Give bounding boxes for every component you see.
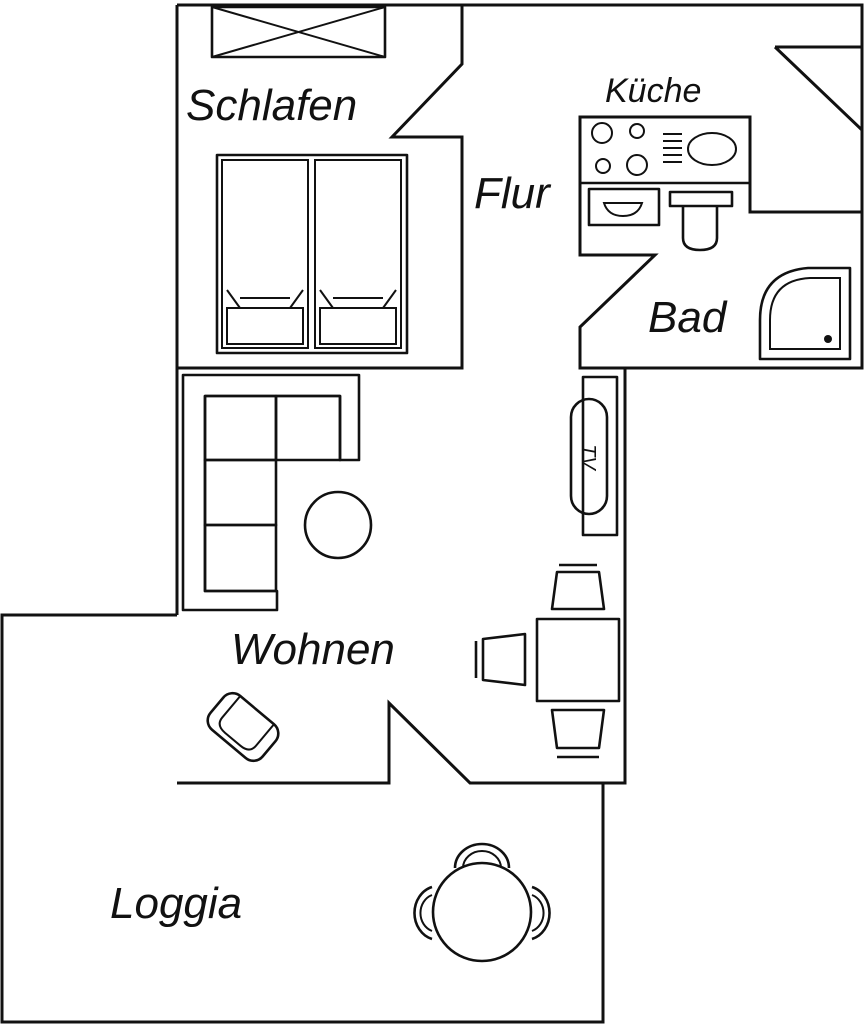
coffee-table: [303, 490, 373, 560]
tv-label: TV: [577, 444, 599, 471]
toilet: [668, 190, 734, 252]
dining-table: [535, 617, 621, 703]
armchair: [206, 691, 280, 763]
double-bed: [215, 153, 409, 355]
sink-basin: [687, 132, 737, 166]
room-label-bad: Bad: [648, 293, 728, 342]
loggia-chair-right: [531, 885, 551, 941]
loggia-chair-left: [413, 885, 433, 941]
room-label-kueche: Küche: [605, 72, 701, 110]
loggia-table-set: [413, 842, 551, 963]
outer-wall-top: [177, 3, 864, 212]
kitchen-notch-wall: [773, 45, 864, 132]
dining-chair-top: [550, 563, 606, 611]
tv-unit: [569, 375, 619, 537]
room-label-flur: Flur: [474, 169, 552, 218]
sink-drainboard: [663, 133, 682, 163]
walls: [0, 3, 864, 1024]
corner-sofa: [181, 373, 361, 612]
room-label-wohnen: Wohnen: [231, 625, 395, 674]
schlafen-wall: [177, 5, 464, 370]
washbasin: [587, 187, 661, 227]
shower: [758, 266, 852, 361]
room-label-schlafen: Schlafen: [186, 81, 357, 130]
dining-chair-bottom: [550, 708, 606, 759]
dining-set: [474, 563, 621, 759]
loggia-chair-top: [453, 842, 511, 869]
round-table: [431, 861, 533, 963]
wohnen-bottom-wall: [177, 368, 627, 785]
dining-chair-left: [474, 632, 527, 687]
wardrobe: [210, 5, 387, 59]
room-label-loggia: Loggia: [110, 879, 242, 928]
kitchen-counter: [578, 115, 752, 185]
loggia-outline: [0, 613, 605, 1024]
